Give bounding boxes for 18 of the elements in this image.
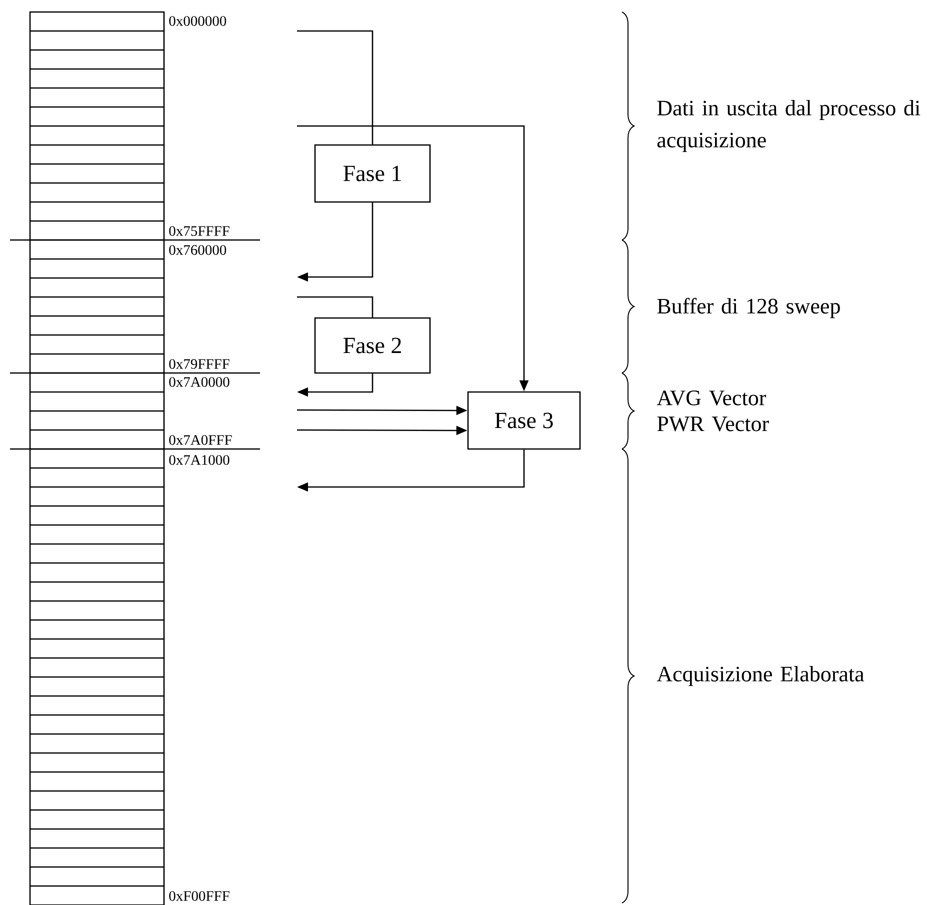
address-label: 0x79FFFF: [169, 359, 230, 369]
brace-label: Dati in uscita dal processo di acquisizione: [657, 100, 920, 152]
address-label: 0x000000: [169, 16, 226, 26]
address-label: 0x760000: [169, 245, 226, 255]
brace-label: Acquisizione Elaborata: [656, 666, 864, 686]
address-label: 0x7A1000: [169, 455, 230, 465]
address-label: 0x7A0000: [169, 377, 230, 387]
process-box: Fase 1: [314, 144, 431, 203]
process-box: Fase 2: [314, 317, 431, 374]
process-box: Fase 3: [467, 391, 581, 450]
connector-line: [297, 296, 374, 318]
connector-line: [297, 30, 374, 144]
brace-label: Buffer di 128 sweep: [657, 298, 840, 318]
brace-label: AVG Vector: [656, 390, 766, 406]
address-label: 0xF00FFF: [169, 891, 230, 901]
address-label: 0x7A0FFF: [169, 435, 232, 445]
address-label: 0x75FFFF: [169, 226, 230, 236]
brace-label: PWR Vector: [657, 416, 769, 432]
